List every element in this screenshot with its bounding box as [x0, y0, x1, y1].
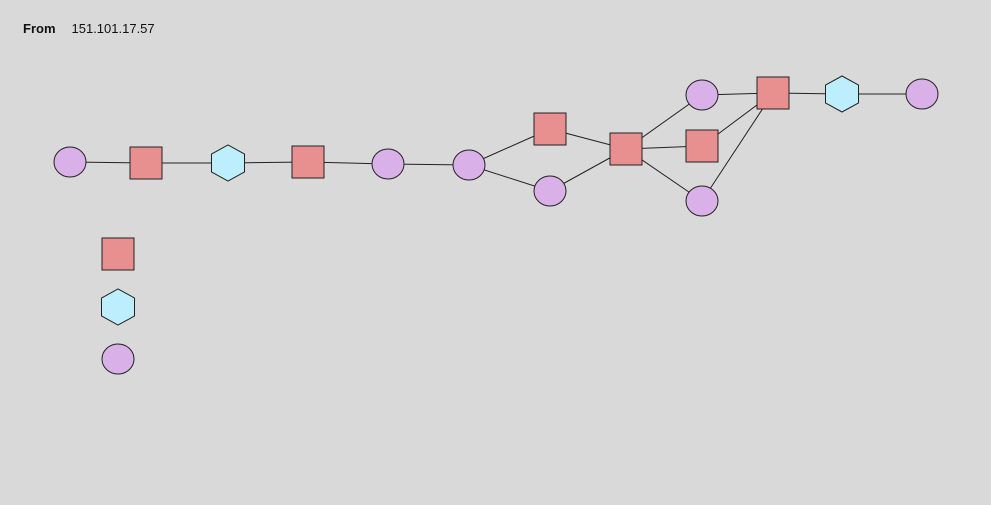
legend-circle-icon: [101, 343, 135, 375]
legend: [101, 237, 135, 375]
circle-node-n5: [371, 148, 405, 180]
hexagon-node-n3: [211, 144, 245, 182]
circle-node-n15: [905, 78, 939, 110]
legend-square-icon: [101, 237, 135, 271]
square-node-n2: [129, 146, 163, 180]
square-node-n7: [533, 112, 567, 146]
edge-n12-n13: [701, 92, 774, 202]
legend-hexagon-icon: [101, 288, 135, 326]
from-ip-value: 151.101.17.57: [71, 21, 155, 36]
square-node-n9: [609, 132, 643, 166]
circle-node-n8: [533, 175, 567, 207]
circle-node-n10: [685, 79, 719, 111]
from-label: From: [23, 21, 56, 36]
square-node-n11: [685, 129, 719, 163]
nodes-layer: [53, 75, 939, 217]
edges-layer: [69, 92, 922, 202]
circle-node-n12: [685, 185, 719, 217]
hexagon-node-n14: [825, 75, 859, 113]
square-node-n13: [756, 76, 790, 110]
header: From 151.101.17.57: [23, 21, 155, 36]
square-node-n4: [291, 145, 325, 179]
circle-node-n6: [452, 149, 486, 181]
circle-node-n1: [53, 146, 87, 178]
